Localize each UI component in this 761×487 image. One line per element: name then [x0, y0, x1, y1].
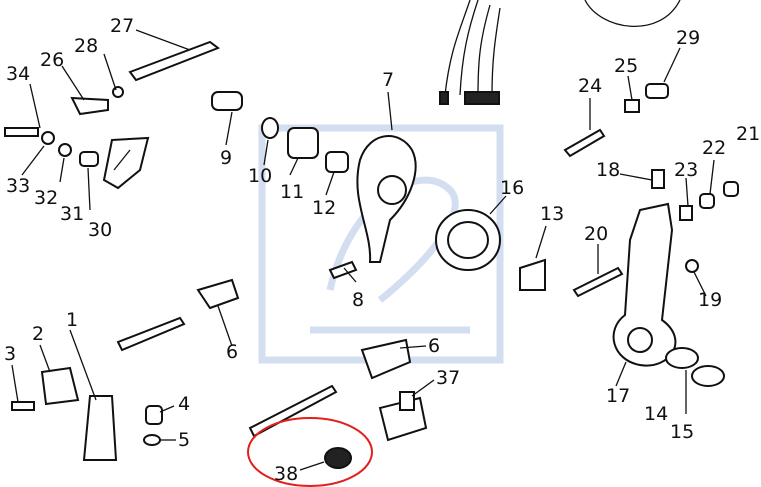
- callout-25: 25: [614, 55, 638, 77]
- highlight-circle: [247, 417, 373, 487]
- callout-30: 30: [88, 219, 112, 241]
- callout-19: 19: [698, 289, 722, 311]
- callout-9: 9: [220, 147, 232, 169]
- callout-21: 21: [736, 123, 760, 145]
- callout-labels: 1 2 3 4 5 6 6 7 8 9 10 11 12 13 14 15 16…: [4, 15, 760, 485]
- callout-38: 38: [274, 463, 298, 485]
- callout-5: 5: [178, 429, 190, 451]
- callout-14: 14: [644, 403, 668, 425]
- callout-27: 27: [110, 15, 134, 37]
- callout-28: 28: [74, 35, 98, 57]
- callout-15: 15: [670, 421, 694, 443]
- callout-29: 29: [676, 27, 700, 49]
- callout-11: 11: [280, 181, 304, 203]
- callout-6b: 6: [428, 335, 440, 357]
- callout-7: 7: [382, 69, 394, 91]
- callout-37: 37: [436, 367, 460, 389]
- callout-31: 31: [60, 203, 84, 225]
- callout-18: 18: [596, 159, 620, 181]
- callout-2: 2: [32, 323, 44, 345]
- callout-3: 3: [4, 343, 16, 365]
- callout-33: 33: [6, 175, 30, 197]
- callout-32: 32: [34, 187, 58, 209]
- callout-23: 23: [674, 159, 698, 181]
- callout-4: 4: [178, 393, 190, 415]
- callout-13: 13: [540, 203, 564, 225]
- callout-34: 34: [6, 63, 30, 85]
- callout-24: 24: [578, 75, 602, 97]
- control-lever: [563, 83, 739, 387]
- callout-8: 8: [352, 289, 364, 311]
- callout-10: 10: [248, 165, 272, 187]
- callout-17: 17: [606, 385, 630, 407]
- callout-20: 20: [584, 223, 608, 245]
- callout-6a: 6: [226, 341, 238, 363]
- throttle-cam-assembly: [211, 91, 546, 291]
- left-linkage: [4, 40, 221, 190]
- bottom-linkage: [11, 278, 428, 469]
- callout-12: 12: [312, 197, 336, 219]
- callout-26: 26: [40, 49, 64, 71]
- callout-16: 16: [500, 177, 524, 199]
- wire-harness: [439, 0, 681, 105]
- callout-1: 1: [66, 309, 78, 331]
- callout-22: 22: [702, 137, 726, 159]
- leader-lines: [11, 29, 715, 471]
